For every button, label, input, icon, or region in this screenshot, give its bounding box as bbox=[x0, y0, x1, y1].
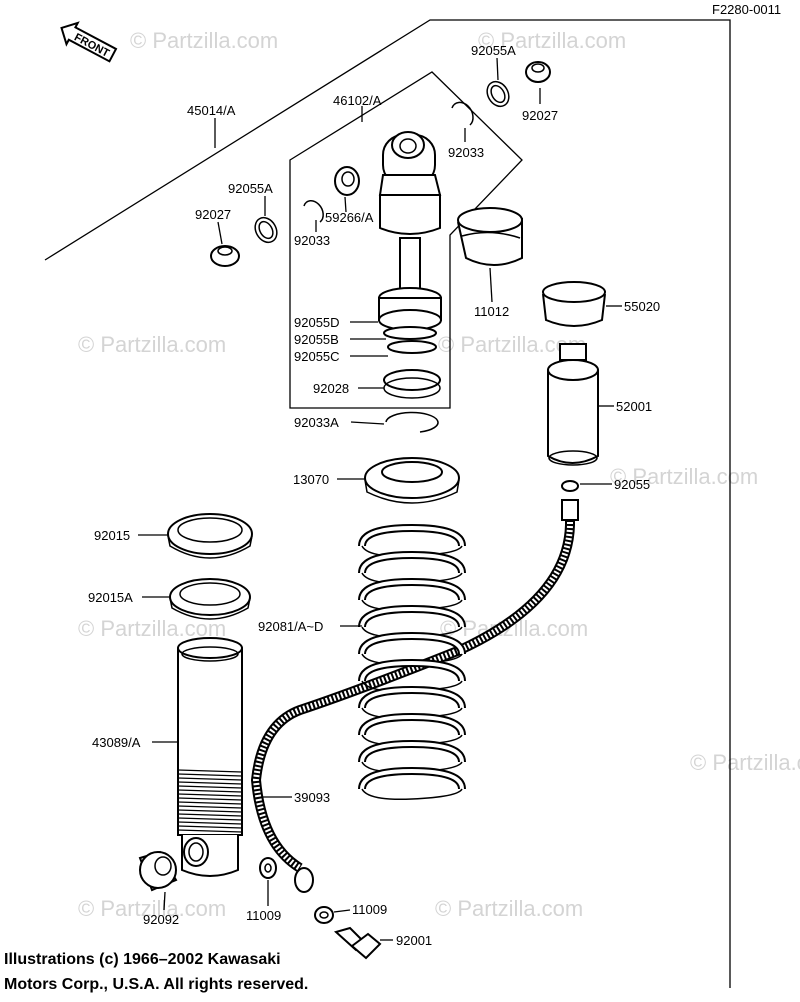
thread-line bbox=[177, 777, 243, 781]
label-55020: 55020 bbox=[624, 299, 660, 314]
leader-lines bbox=[138, 57, 622, 941]
thread-line bbox=[177, 821, 243, 825]
watermark: © Partzilla.com bbox=[690, 750, 800, 775]
circlip-92033-mid bbox=[303, 200, 324, 223]
label-92033-mid: 92033 bbox=[294, 233, 330, 248]
spring-coil-highlight bbox=[360, 714, 464, 736]
watermark: © Partzilla.com bbox=[130, 28, 278, 53]
label-11009-right: 11009 bbox=[352, 902, 387, 917]
label-92001: 92001 bbox=[396, 933, 432, 948]
assembly-outline-46102 bbox=[289, 71, 523, 409]
spring-coil-highlight bbox=[360, 552, 464, 574]
damper-rod-body bbox=[378, 131, 442, 354]
watermark: © Partzilla.com bbox=[435, 896, 583, 921]
spring-coil-highlight bbox=[360, 633, 464, 655]
figure-code: F2280-0011 bbox=[712, 2, 781, 17]
label-92015: 92015 bbox=[94, 528, 130, 543]
label-92055C: 92055C bbox=[294, 349, 340, 364]
label-92033A: 92033A bbox=[294, 415, 339, 430]
seal-92055A-top bbox=[486, 80, 510, 108]
copyright-line-1: Illustrations (c) 1966–2002 Kawasaki bbox=[4, 951, 281, 968]
watermark: © Partzilla.com bbox=[78, 896, 226, 921]
part-labels: 45014/A 46102/A 92055A 92027 92033 92055… bbox=[88, 43, 660, 948]
bushing-92027-left bbox=[210, 245, 240, 267]
spring-coil-back bbox=[361, 788, 463, 801]
spring-coil-highlight bbox=[360, 525, 464, 547]
watermark: © Partzilla.com bbox=[78, 616, 226, 641]
thread-line bbox=[177, 801, 243, 805]
spring-coil-highlight bbox=[360, 741, 464, 763]
spring-coil-highlight bbox=[360, 579, 464, 601]
watermark: © Partzilla.com bbox=[78, 332, 226, 357]
spring-coil-highlight bbox=[360, 606, 464, 628]
washer-11009-left bbox=[259, 857, 277, 879]
label-92055D: 92055D bbox=[294, 315, 340, 330]
label-92027-top: 92027 bbox=[522, 108, 558, 123]
thread-line bbox=[177, 829, 243, 833]
label-92055: 92055 bbox=[614, 477, 650, 492]
label-45014A: 45014/A bbox=[187, 103, 236, 118]
spring-coil-highlight bbox=[360, 687, 464, 709]
bolt-92001 bbox=[333, 926, 382, 960]
thread-line bbox=[177, 797, 243, 801]
label-59266A: 59266/A bbox=[325, 210, 374, 225]
label-92081AD: 92081/A~D bbox=[258, 619, 323, 634]
label-92015A: 92015A bbox=[88, 590, 133, 605]
thread-line bbox=[177, 769, 243, 773]
thread-line bbox=[177, 773, 243, 777]
spring-92081 bbox=[358, 523, 466, 801]
label-11009-left: 11009 bbox=[246, 908, 281, 923]
ring-92028 bbox=[383, 369, 441, 399]
locknut-92015A bbox=[169, 578, 251, 620]
thread-line bbox=[177, 813, 243, 817]
assembly-outline-45014 bbox=[44, 19, 731, 988]
label-92055B: 92055B bbox=[294, 332, 339, 347]
hose-39093 bbox=[250, 499, 579, 893]
thread-line bbox=[177, 805, 243, 809]
thread-line bbox=[177, 809, 243, 813]
label-92027-left: 92027 bbox=[195, 207, 231, 222]
spring-coil-highlight bbox=[360, 768, 464, 790]
label-92055A-top: 92055A bbox=[471, 43, 516, 58]
seal-92055A-left bbox=[254, 216, 278, 244]
label-92033-top: 92033 bbox=[448, 145, 484, 160]
label-11012: 11012 bbox=[474, 304, 509, 319]
bush-92092 bbox=[138, 850, 178, 892]
thread-line bbox=[177, 785, 243, 789]
thread-line bbox=[177, 817, 243, 821]
front-arrow-icon: FRONT bbox=[60, 21, 118, 63]
circlip-92033-top bbox=[451, 101, 474, 126]
cup-11012 bbox=[457, 207, 523, 266]
watermarks: © Partzilla.com © Partzilla.com © Partzi… bbox=[78, 28, 800, 921]
watermark: © Partzilla.com bbox=[610, 464, 758, 489]
label-43089A: 43089/A bbox=[92, 735, 141, 750]
label-92092: 92092 bbox=[143, 912, 179, 927]
spring-seat-13070 bbox=[364, 457, 460, 504]
oring-92055 bbox=[561, 480, 579, 492]
label-13070: 13070 bbox=[293, 472, 329, 487]
bushing-92027-top bbox=[525, 61, 551, 83]
watermark: © Partzilla.com bbox=[478, 28, 626, 53]
copyright-line-2: Motors Corp., U.S.A. All rights reserved… bbox=[4, 976, 308, 993]
label-39093: 39093 bbox=[294, 790, 330, 805]
reservoir-52001 bbox=[547, 343, 599, 466]
thread-line bbox=[177, 781, 243, 785]
spring-coil-highlight bbox=[360, 660, 464, 682]
label-52001: 52001 bbox=[616, 399, 652, 414]
circlip-92033A bbox=[385, 411, 439, 433]
bearing-59266 bbox=[334, 166, 360, 196]
thread-line bbox=[177, 793, 243, 797]
label-92028: 92028 bbox=[313, 381, 349, 396]
label-92055A-left: 92055A bbox=[228, 181, 273, 196]
locknut-92015 bbox=[167, 513, 253, 559]
shock-body-43089 bbox=[177, 637, 243, 877]
washer-11009-right bbox=[314, 906, 334, 924]
label-46102A: 46102/A bbox=[333, 93, 382, 108]
thread-line bbox=[177, 825, 243, 829]
cap-55020 bbox=[542, 281, 606, 327]
thread-line bbox=[177, 789, 243, 793]
